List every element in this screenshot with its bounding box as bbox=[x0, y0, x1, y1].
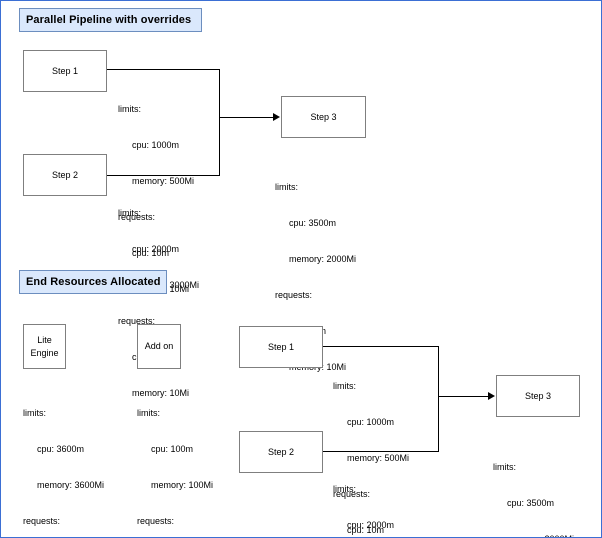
spec-requests-cpu: cpu: 10m bbox=[132, 248, 170, 258]
node-end-step2[interactable]: Step 2 bbox=[239, 431, 323, 473]
spec-limits-cpu: cpu: 3500m bbox=[507, 498, 555, 508]
node-label: Step 3 bbox=[310, 111, 337, 122]
spec-limits-memory: memory: 3600Mi bbox=[37, 480, 105, 490]
spec-limits-memory: memory: 100Mi bbox=[151, 480, 214, 490]
spec-limits-header: limits: bbox=[493, 462, 516, 472]
spec-requests-header: requests: bbox=[137, 516, 175, 526]
edge-parallel-to-step3 bbox=[219, 117, 274, 118]
spec-end-step2: limits: cpu: 2000m memory: 3000Mi reques… bbox=[333, 459, 414, 537]
spec-requests-cpu: cpu: 10m bbox=[347, 525, 385, 535]
spec-limits-memory: memory: 500Mi bbox=[132, 176, 195, 186]
node-parallel-step3[interactable]: Step 3 bbox=[281, 96, 366, 138]
spec-requests-header: requests: bbox=[118, 316, 156, 326]
spec-limits-header: limits: bbox=[137, 408, 160, 418]
node-label-line1: Lite bbox=[37, 334, 52, 345]
spec-limits-header: limits: bbox=[23, 408, 46, 418]
spec-limits-memory: memory: 500Mi bbox=[347, 453, 410, 463]
node-add-on[interactable]: Add on bbox=[137, 324, 181, 369]
node-end-step1[interactable]: Step 1 bbox=[239, 326, 323, 368]
spec-limits-memory: memory: 2000Mi bbox=[289, 254, 357, 264]
section-title-parallel-pipeline: Parallel Pipeline with overrides bbox=[19, 8, 202, 32]
arrowhead-end-step3 bbox=[488, 392, 495, 400]
edge-end-to-step3 bbox=[438, 396, 489, 397]
spec-add-on: limits: cpu: 100m memory: 100Mi requests… bbox=[137, 383, 214, 537]
spec-requests-header: requests: bbox=[275, 290, 313, 300]
spec-requests-header: requests: bbox=[118, 212, 156, 222]
spec-limits-cpu: cpu: 2000m bbox=[132, 244, 180, 254]
node-lite-engine[interactable]: Lite Engine bbox=[23, 324, 66, 369]
edge-end-step2-horizontal bbox=[323, 451, 439, 452]
edge-parallel-step1-horizontal bbox=[107, 69, 220, 70]
node-label: Step 3 bbox=[524, 390, 552, 401]
node-label: Add on bbox=[144, 341, 174, 351]
spec-limits-memory: memory: 2000Mi bbox=[493, 533, 574, 537]
node-parallel-step2[interactable]: Step 2 bbox=[23, 154, 107, 196]
spec-requests-memory: memory: 10Mi bbox=[132, 388, 190, 398]
node-end-step3[interactable]: Step 3 bbox=[496, 375, 580, 417]
spec-limits-header: limits: bbox=[333, 381, 356, 391]
node-label: Step 1 bbox=[267, 341, 295, 352]
spec-lite-engine: limits: cpu: 3600m memory: 3600Mi reques… bbox=[23, 383, 105, 537]
spec-limits-header: limits: bbox=[118, 104, 141, 114]
spec-limits-header: limits: bbox=[118, 208, 141, 218]
spec-limits-header: limits: bbox=[333, 484, 356, 494]
edge-end-merge-vertical bbox=[438, 346, 439, 452]
spec-end-step1: limits: cpu: 1000m memory: 500Mi request… bbox=[333, 356, 410, 537]
spec-limits-header: limits: bbox=[275, 182, 298, 192]
edge-parallel-merge-vertical bbox=[219, 69, 220, 176]
node-label: Step 2 bbox=[51, 169, 79, 180]
arrowhead-parallel-step3 bbox=[273, 113, 280, 121]
spec-limits-cpu: cpu: 1000m bbox=[347, 417, 395, 427]
node-label-line2: Engine bbox=[30, 347, 59, 358]
spec-limits-cpu: cpu: 3500m bbox=[289, 218, 337, 228]
spec-limits-cpu: cpu: 1000m bbox=[132, 140, 180, 150]
node-parallel-step1[interactable]: Step 1 bbox=[23, 50, 107, 92]
spec-requests-header: requests: bbox=[333, 489, 371, 499]
node-label: Step 2 bbox=[267, 446, 295, 457]
spec-limits-cpu: cpu: 2000m bbox=[347, 520, 395, 530]
node-label: Step 1 bbox=[51, 65, 79, 76]
edge-end-step1-horizontal bbox=[323, 346, 439, 347]
spec-limits-cpu: cpu: 3600m bbox=[37, 444, 85, 454]
spec-limits-cpu: cpu: 100m bbox=[151, 444, 194, 454]
spec-end-step3: limits: cpu: 3500m memory: 2000Mi reques… bbox=[493, 437, 574, 537]
edge-parallel-step2-horizontal bbox=[107, 175, 220, 176]
section-title-end-resources: End Resources Allocated bbox=[19, 270, 167, 294]
spec-requests-header: requests: bbox=[23, 516, 61, 526]
